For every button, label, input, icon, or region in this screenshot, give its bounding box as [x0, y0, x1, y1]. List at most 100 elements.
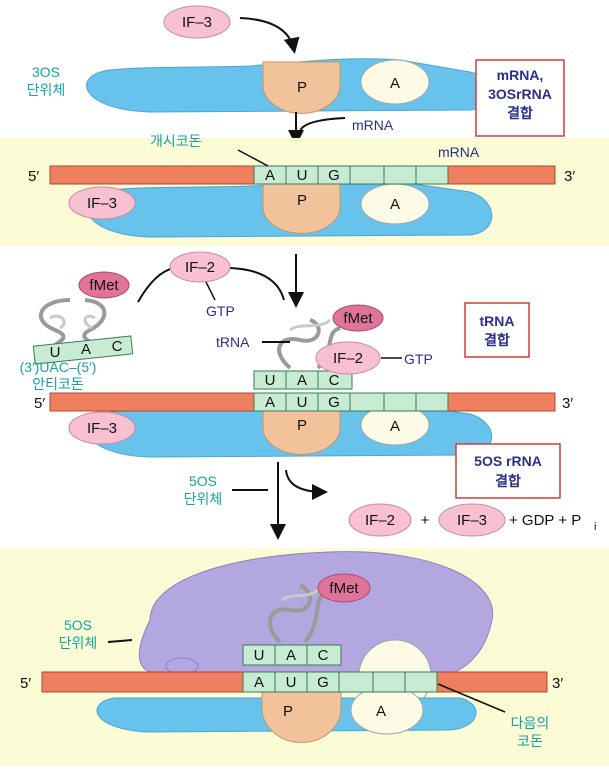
- free-anticodon-u: U: [50, 344, 61, 361]
- a-site-label: A: [376, 703, 386, 720]
- release-subscript: i: [594, 521, 596, 533]
- subunit-50s-label: 5OS: [64, 617, 92, 633]
- bound-anticodon-block: [253, 370, 353, 390]
- step4-box-line2: 결합: [495, 473, 521, 489]
- codon-block: [242, 671, 438, 693]
- if2-free-label: IF–2: [185, 259, 215, 276]
- codon-block: [253, 165, 449, 185]
- fmet-label: fMet: [329, 580, 359, 597]
- if3-label: IF–3: [87, 195, 117, 212]
- step2: P A A U G 5′ 3′ 개시코돈 mRNA IF–3: [0, 133, 609, 246]
- mrna-3-end: 3′: [562, 395, 573, 412]
- if2-free: [169, 251, 231, 283]
- released-if2: [348, 503, 412, 537]
- p-site-label: P: [297, 192, 307, 209]
- released-if2-label: IF–2: [365, 512, 395, 529]
- start-codon-label: 개시코돈: [150, 133, 202, 149]
- release-arrow: [285, 469, 328, 500]
- step1-box-line1: mRNA,: [497, 67, 544, 83]
- start-codon-pointer: [237, 149, 269, 167]
- if2-join-curve: [137, 267, 175, 303]
- codon-u: U: [297, 167, 308, 184]
- mrna-5-end: 5′: [28, 168, 39, 185]
- fmet-free: [78, 271, 130, 299]
- codon-dividers: [285, 393, 417, 411]
- subunit-30s-label-2: 단위체: [27, 82, 66, 98]
- if3-arrow: [239, 17, 300, 54]
- step1-box-line3: 결합: [507, 105, 533, 121]
- anticodon-u: U: [254, 647, 265, 664]
- fmet-bound-label: fMet: [343, 310, 373, 327]
- codon-a: A: [265, 167, 275, 184]
- codon-g: G: [328, 394, 340, 411]
- gtp-free-pointer: [205, 281, 216, 301]
- subunit-50s-label: 5OS: [189, 473, 217, 489]
- if2-join-curve-2: [229, 267, 285, 301]
- if3-factor: [163, 5, 231, 39]
- codon-a: A: [254, 674, 264, 691]
- step1: IF–3 P A 3OS 단위체 mRNA, 3OSrRNA 결합 mRNA: [27, 5, 565, 146]
- subunit-30s-label: 3OS: [32, 64, 60, 80]
- anticodon-dividers: [285, 371, 319, 389]
- next-codon-pointer: [437, 683, 506, 713]
- if3-factor: [68, 411, 136, 445]
- bound-anticodon-a: A: [297, 372, 307, 389]
- fmet-free-label: fMet: [89, 277, 119, 294]
- trna-label: tRNA: [216, 334, 250, 350]
- step1-box-line2: 3OSrRNA: [488, 86, 552, 102]
- fmet-bound: [317, 573, 371, 603]
- mrna-3-end: 3′: [552, 675, 563, 692]
- anticodon-c: C: [318, 647, 329, 664]
- mrna-entry-curve: [299, 117, 346, 133]
- fmet-bound: [332, 304, 384, 332]
- p-site: [261, 691, 342, 743]
- p-site-label: P: [297, 79, 307, 96]
- mrna-5-end: 5′: [20, 675, 31, 692]
- next-codon-label: 다음의: [511, 715, 550, 731]
- anticodon-block: [242, 644, 342, 666]
- anticodon-dividers: [274, 645, 308, 665]
- p-site-label: P: [283, 703, 293, 720]
- a-site: [360, 59, 430, 105]
- if2-bound: [315, 341, 381, 375]
- anticodon-label: (3′)UAC–(5′): [20, 359, 97, 375]
- mrna-3-end: 3′: [564, 168, 575, 185]
- codon-dividers: [285, 166, 417, 184]
- p-site-label: P: [297, 417, 307, 434]
- codon-u: U: [286, 674, 297, 691]
- bound-anticodon-u: U: [265, 372, 276, 389]
- if3-label: IF–3: [87, 420, 117, 437]
- step1-box: [475, 59, 565, 137]
- next-codon-label-2: 코돈: [517, 733, 543, 749]
- p-site: [262, 61, 341, 114]
- step5: P A A U G U A C fMet 5′ 3′ 5OS 단위체 다음의: [0, 548, 609, 766]
- a-site-label: A: [390, 196, 400, 213]
- plus-sign: +: [421, 512, 430, 529]
- step3-box: [464, 302, 530, 358]
- mrna-5-end: 5′: [34, 395, 45, 412]
- step4-box: [455, 443, 561, 499]
- free-anticodon-a: A: [81, 341, 91, 358]
- anticodon-label-2: 안티코돈: [32, 376, 84, 392]
- gtp-bound-label: GTP: [404, 351, 433, 367]
- step3-box-line2: 결합: [484, 332, 510, 348]
- codon-a: A: [265, 394, 275, 411]
- release-byproducts: + GDP + P: [509, 512, 581, 529]
- subunit-50s-pointer: [107, 639, 133, 643]
- codon-u: U: [297, 394, 308, 411]
- if2-bound-label: IF–2: [333, 350, 363, 367]
- subunit-50s-label-2: 단위체: [184, 491, 223, 507]
- mrna-entry-label: mRNA: [352, 117, 394, 133]
- codon-g: G: [328, 167, 340, 184]
- a-site: [350, 685, 424, 735]
- codon-block: [253, 392, 449, 412]
- if3-factor: [68, 186, 136, 220]
- step3: fMet U A C (3′)UAC–(5′) 안티코돈 IF–2 GTP P …: [20, 251, 573, 458]
- step4-box-line1: 5OS rRNA: [474, 453, 542, 469]
- a-site-label: A: [390, 75, 400, 92]
- bound-anticodon-c: C: [329, 372, 340, 389]
- codon-g: G: [317, 674, 329, 691]
- free-anticodon-block: [32, 335, 134, 365]
